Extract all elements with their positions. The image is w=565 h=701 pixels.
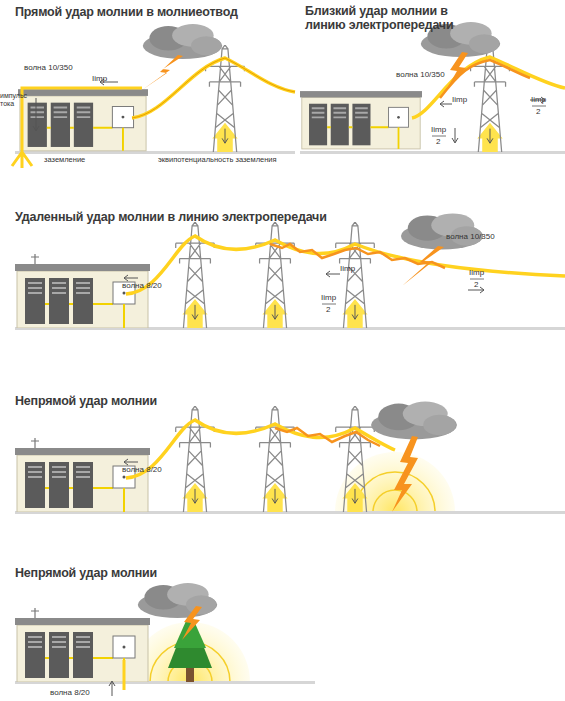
surge-highlight bbox=[270, 244, 445, 268]
power-line bbox=[126, 236, 565, 294]
current-arrow bbox=[109, 681, 115, 696]
annotation-label: Iimp bbox=[469, 268, 484, 277]
fraction-bar bbox=[532, 106, 546, 107]
annotation-label: волна 10/350 bbox=[396, 70, 445, 79]
annotation-label: эквипотенциальность заземления bbox=[158, 156, 277, 165]
building bbox=[18, 89, 148, 151]
current-path bbox=[123, 660, 126, 690]
annotation-label: Iimp bbox=[321, 293, 336, 302]
lightning-bolt bbox=[142, 55, 183, 90]
power-tower bbox=[256, 222, 295, 328]
panel-title: Непрямой удар молнии bbox=[15, 566, 157, 580]
power-line-core bbox=[132, 58, 295, 118]
power-tower bbox=[206, 45, 245, 152]
annotation-label: 2 bbox=[474, 280, 478, 289]
annotation-label: заземление bbox=[44, 156, 85, 165]
surge-highlight bbox=[275, 428, 380, 446]
panel-title: Близкий удар молнии в линию электроперед… bbox=[305, 4, 457, 33]
annotation-label: 2 bbox=[326, 305, 330, 314]
cloud bbox=[138, 583, 217, 618]
current-arrow bbox=[124, 275, 138, 281]
building bbox=[300, 91, 422, 149]
building bbox=[15, 264, 150, 328]
current-arrow bbox=[452, 128, 458, 143]
fraction-bar bbox=[432, 136, 446, 137]
current-path bbox=[12, 88, 142, 168]
power-line bbox=[412, 57, 565, 118]
building bbox=[15, 618, 150, 682]
ground-mask bbox=[0, 512, 565, 701]
annotation-label: волна 8/20 bbox=[122, 281, 162, 290]
annotation-label: 2 bbox=[536, 107, 540, 116]
annotation-label: Iimp bbox=[431, 125, 446, 134]
ground bbox=[15, 151, 295, 154]
annotation-label: Iimp bbox=[452, 95, 467, 104]
building bbox=[15, 448, 150, 512]
annotation-label: волна 8/20 bbox=[122, 465, 162, 474]
panel-title: Непрямой удар молнии bbox=[15, 394, 157, 408]
antenna bbox=[31, 608, 39, 618]
lightning-bolt bbox=[446, 52, 468, 90]
lightning-bolt bbox=[402, 246, 444, 286]
panel-title: Удаленный удар молнии в линию электропер… bbox=[15, 210, 327, 224]
lightning-bolt bbox=[182, 606, 202, 640]
power-tower bbox=[256, 406, 295, 512]
annotation-label: волна 10/350 bbox=[446, 232, 495, 241]
ground bbox=[300, 151, 565, 154]
current-arrow bbox=[33, 98, 39, 131]
annotation-label: Iimp bbox=[531, 95, 546, 104]
power-tower bbox=[336, 222, 375, 328]
lightning-bolt bbox=[392, 436, 418, 512]
fraction-bar bbox=[322, 304, 336, 305]
fraction-bar bbox=[470, 279, 484, 280]
antenna bbox=[31, 254, 39, 264]
panel-title: Прямой удар молнии в молниеотвод bbox=[15, 5, 238, 19]
current-arrow bbox=[326, 271, 340, 277]
current-arrow bbox=[440, 101, 452, 107]
power-line bbox=[132, 58, 295, 118]
annotation-label: 2 bbox=[436, 137, 440, 146]
ground-mask bbox=[0, 682, 565, 701]
current-arrow bbox=[124, 459, 138, 465]
cloud bbox=[143, 24, 222, 59]
cloud bbox=[371, 402, 457, 440]
annotation-label: Iimp bbox=[340, 264, 355, 273]
annotation-label: волна 10/350 bbox=[24, 63, 73, 72]
annotation-label: Iimp bbox=[92, 74, 107, 83]
annotation-label: импульс тока bbox=[0, 92, 30, 108]
power-tower bbox=[336, 406, 375, 512]
antenna bbox=[31, 438, 39, 448]
annotation-label: волна 8/20 bbox=[50, 688, 90, 697]
power-line bbox=[126, 420, 395, 478]
cloud bbox=[401, 213, 483, 249]
